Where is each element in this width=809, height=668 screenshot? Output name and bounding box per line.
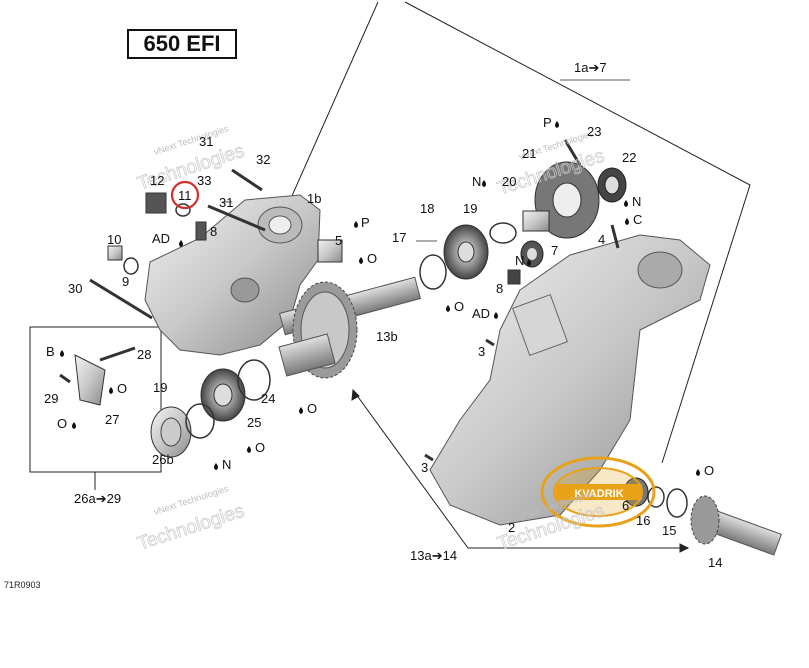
oil-drop-icon [299,407,303,414]
rings [123,203,688,518]
callout-label: N [472,174,481,189]
highlight-circle [170,180,200,210]
callout-label: 11 [178,188,192,203]
callout-label: 18 [420,201,434,216]
oil-drop-icon [214,463,218,470]
leader-lines [222,79,630,242]
right-crankcase [429,234,711,526]
callout-label: O [57,416,67,431]
callouts: 1a➔7 31 32 12 11 33 31 1b P 8 AD 10 9 5 … [44,60,722,570]
callout-label: O [367,251,377,266]
small-parts [59,139,620,462]
callout-label: 8 [210,224,217,239]
callout-label: C [633,212,642,227]
callout-label: O [307,401,317,416]
callout-label: 24 [261,391,275,406]
callout-label: 4 [598,232,605,247]
callout-label: N [515,253,524,268]
callout-label: 7 [551,243,558,258]
oil-drop-icon [60,350,64,357]
callout-label: 26b [152,452,174,467]
callout-label: O [454,299,464,314]
callout-label: B [46,344,55,359]
callout-label: N [632,194,641,209]
callout-label: AD [472,306,490,321]
callout-label: 22 [622,150,636,165]
callout-label: 13a➔14 [410,548,457,563]
callout-label: 14 [708,555,722,570]
callout-label: 28 [137,347,151,362]
callout-label: 1a➔7 [574,60,607,75]
gear-shaft-14 [690,495,782,556]
callout-label: 8 [496,281,503,296]
oil-drop-icon [624,200,628,207]
oil-drop-icon [354,221,358,228]
oil-drop-icon [247,446,251,453]
oil-drop-icon [109,387,113,394]
oil-drop-icon [555,121,559,128]
callout-label: 19 [153,380,167,395]
oil-drop-icon [625,218,629,225]
callout-label: O [117,381,127,396]
watermark-text: Technologies [135,501,247,555]
callout-label: P [361,215,370,230]
oil-drop-icon [696,469,700,476]
callout-label: 16 [636,513,650,528]
callout-label: 26a➔29 [74,491,121,506]
oil-drop-icon [359,257,363,264]
callout-label: 6 [622,498,629,513]
callout-label: 3 [478,344,485,359]
callout-label: 20 [502,174,516,189]
callout-label: 23 [587,124,601,139]
oil-drop-icon [446,305,450,312]
callout-label: 19 [463,201,477,216]
oil-drop-icon [72,422,76,429]
group-box-26a-29 [29,326,162,490]
callout-label: 27 [105,412,119,427]
oil-drop-icon [179,240,183,247]
callout-label: 2 [508,520,515,535]
kvadrik-logo: KVADRIK [540,456,656,528]
callout-label: 31 [199,134,213,149]
callout-label: 1b [307,191,321,206]
callout-label: O [704,463,714,478]
callout-label: AD [152,231,170,246]
callout-label: 30 [68,281,82,296]
callout-label: N [222,457,231,472]
drop-icons [60,121,700,476]
callout-label: O [255,440,265,455]
oil-drop-icon [494,312,498,319]
left-crankcase [144,194,321,356]
callout-label: 13b [376,329,398,344]
callout-label: 17 [392,230,406,245]
callout-label: 25 [247,415,261,430]
callout-label: P [543,115,552,130]
callout-label: 3 [421,460,428,475]
callout-label: 9 [122,274,129,289]
drawing-code: 71R0903 [4,580,41,590]
model-title: 650 EFI [127,29,237,59]
callout-label: 21 [522,146,536,161]
callout-label: 29 [44,391,58,406]
callout-label: 10 [107,232,121,247]
callout-label: 33 [197,173,211,188]
bearings [150,161,649,507]
callout-label: 32 [256,152,270,167]
callout-label: 5 [335,233,342,248]
callout-label: 12 [150,173,164,188]
gear-shaft-13b [278,276,422,379]
oil-drop-icon [527,259,531,266]
callout-label: 15 [662,523,676,538]
arrow-lines [351,388,690,553]
callout-label: 31 [219,195,233,210]
oil-drop-icon [482,180,486,187]
logo-text: KVADRIK [574,488,623,500]
